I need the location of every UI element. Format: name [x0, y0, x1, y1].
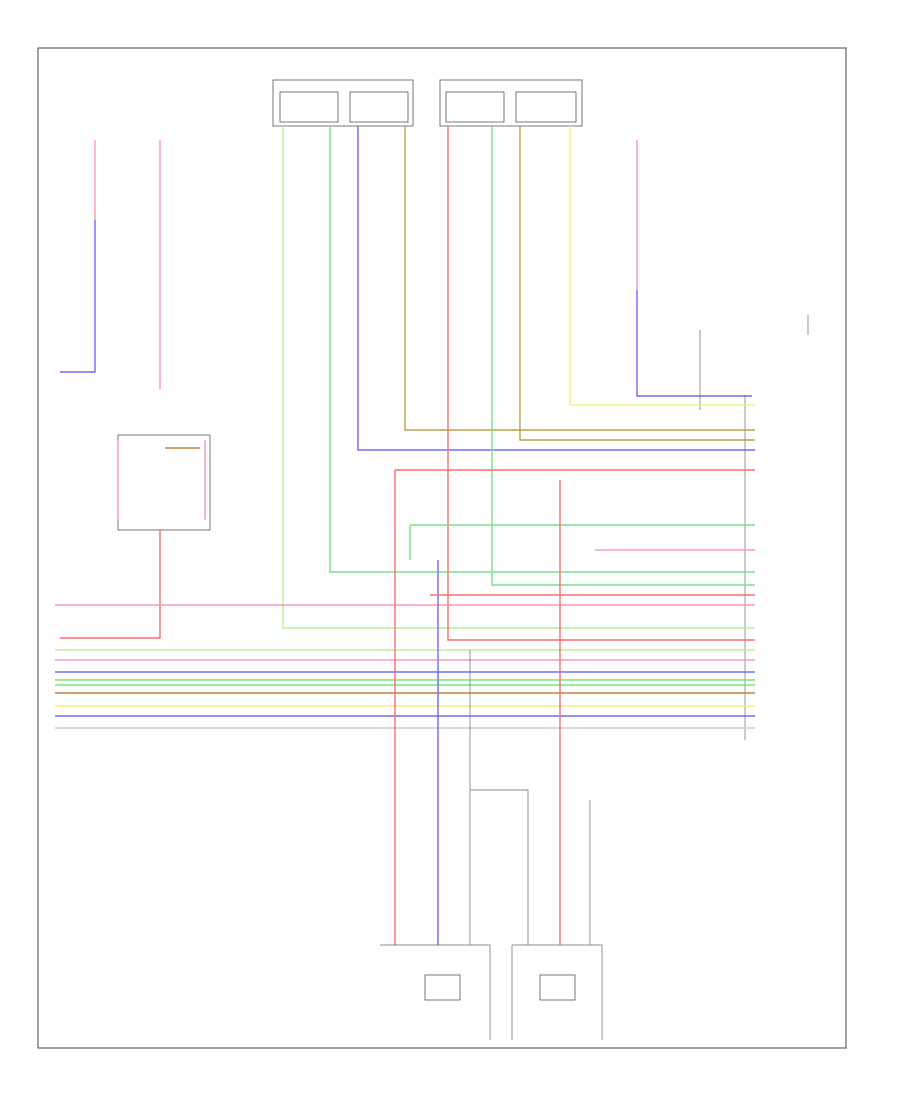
- top-right-module: [439, 79, 583, 127]
- horizontal-bus: [55, 604, 755, 729]
- right-main-connector: [699, 315, 809, 740]
- relay-box: [60, 434, 211, 639]
- bottom-right-sensor: [511, 944, 603, 1040]
- bottom-left-sensor: [380, 944, 491, 1040]
- heater-icon: [539, 974, 576, 1001]
- bottom-drop-wires: [394, 469, 755, 945]
- sensor-icon: [424, 974, 461, 1001]
- left-fuse-wires: [60, 140, 161, 390]
- diagram-frame: [37, 47, 847, 1049]
- top-left-module: [272, 79, 414, 127]
- top-module-wires: [282, 126, 755, 641]
- right-fuse-wires: [636, 140, 752, 397]
